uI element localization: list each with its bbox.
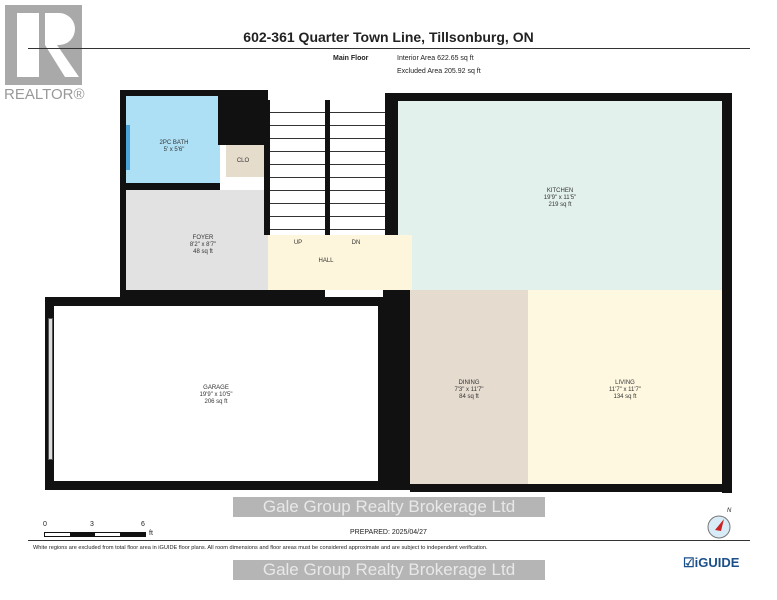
window <box>48 318 53 460</box>
room-name: GARAGE <box>203 385 229 391</box>
page-title: 602-361 Quarter Town Line, Tillsonburg, … <box>243 29 534 45</box>
room-area: 84 sq ft <box>459 394 479 400</box>
room-dims: 19'9" x 11'5" <box>543 195 577 201</box>
wall <box>325 100 330 235</box>
wall <box>383 290 410 490</box>
watermark: Gale Group Realty Brokerage Ltd <box>233 560 545 580</box>
room-name: LIVING <box>615 380 635 386</box>
scale-unit: ft <box>149 530 153 537</box>
watermark: Gale Group Realty Brokerage Ltd <box>233 497 545 517</box>
disclaimer: White regions are excluded from total fl… <box>33 545 488 551</box>
room-name: KITCHEN <box>546 188 574 194</box>
room-label: CLO <box>237 158 249 165</box>
room-dims: 7'3" x 11'7" <box>454 387 484 393</box>
room-name: HALL <box>318 258 334 264</box>
room-hall <box>268 235 412 290</box>
scale-bar-graphic <box>44 532 146 537</box>
floor-name: Main Floor <box>333 55 369 62</box>
room-area: 219 sq ft <box>548 202 572 208</box>
room-name: FOYER <box>192 235 214 241</box>
compass-north: N <box>727 508 732 514</box>
compass: N <box>705 508 735 545</box>
room-dims: 8'2" x 8'7" <box>189 242 217 248</box>
room-dims: 5' x 5'6" <box>163 147 185 153</box>
room-bath <box>125 95 220 190</box>
room-garage <box>45 297 387 490</box>
iguide-brand: iGUIDE <box>694 555 740 570</box>
iguide-logo: ☑iGUIDE <box>683 555 740 570</box>
wall <box>410 484 732 492</box>
room-name: DINING <box>458 380 480 386</box>
room-area: 48 sq ft <box>193 249 213 255</box>
room-area: 134 sq ft <box>613 394 637 400</box>
wall <box>120 90 220 96</box>
room-living <box>528 290 723 485</box>
room-name: CLO <box>236 158 250 164</box>
wall <box>218 90 268 145</box>
realtor-logo <box>5 5 82 85</box>
wall <box>125 290 325 297</box>
room-foyer <box>125 190 270 290</box>
room-name: 2PC BATH <box>159 140 189 146</box>
room-dining <box>410 290 528 485</box>
wall <box>120 92 126 297</box>
scale-tick: 0 <box>43 521 47 528</box>
wall <box>125 183 220 190</box>
room-area: 206 sq ft <box>204 399 228 405</box>
window <box>126 125 130 170</box>
wall <box>264 100 270 235</box>
room-kitchen <box>398 100 723 290</box>
wall <box>722 93 732 493</box>
scale-tick: 3 <box>90 521 94 528</box>
interior-area: Interior Area 622.65 sq ft <box>397 55 474 62</box>
room-clo <box>226 145 264 177</box>
room-dims: 19'9" x 10'5" <box>199 392 233 398</box>
wall <box>385 93 732 101</box>
hall-dn: DN <box>351 240 361 246</box>
room-dims: 11'7" x 11'7" <box>608 387 642 393</box>
wall <box>385 93 398 235</box>
realtor-logo-text: REALTOR® <box>4 86 85 103</box>
hall-up: UP <box>293 240 303 246</box>
scale-tick: 6 <box>141 521 145 528</box>
excluded-area: Excluded Area 205.92 sq ft <box>397 68 481 75</box>
prepared-date: PREPARED: 2025/04/27 <box>350 529 427 536</box>
footer-divider <box>28 540 750 541</box>
title-divider <box>28 48 750 49</box>
